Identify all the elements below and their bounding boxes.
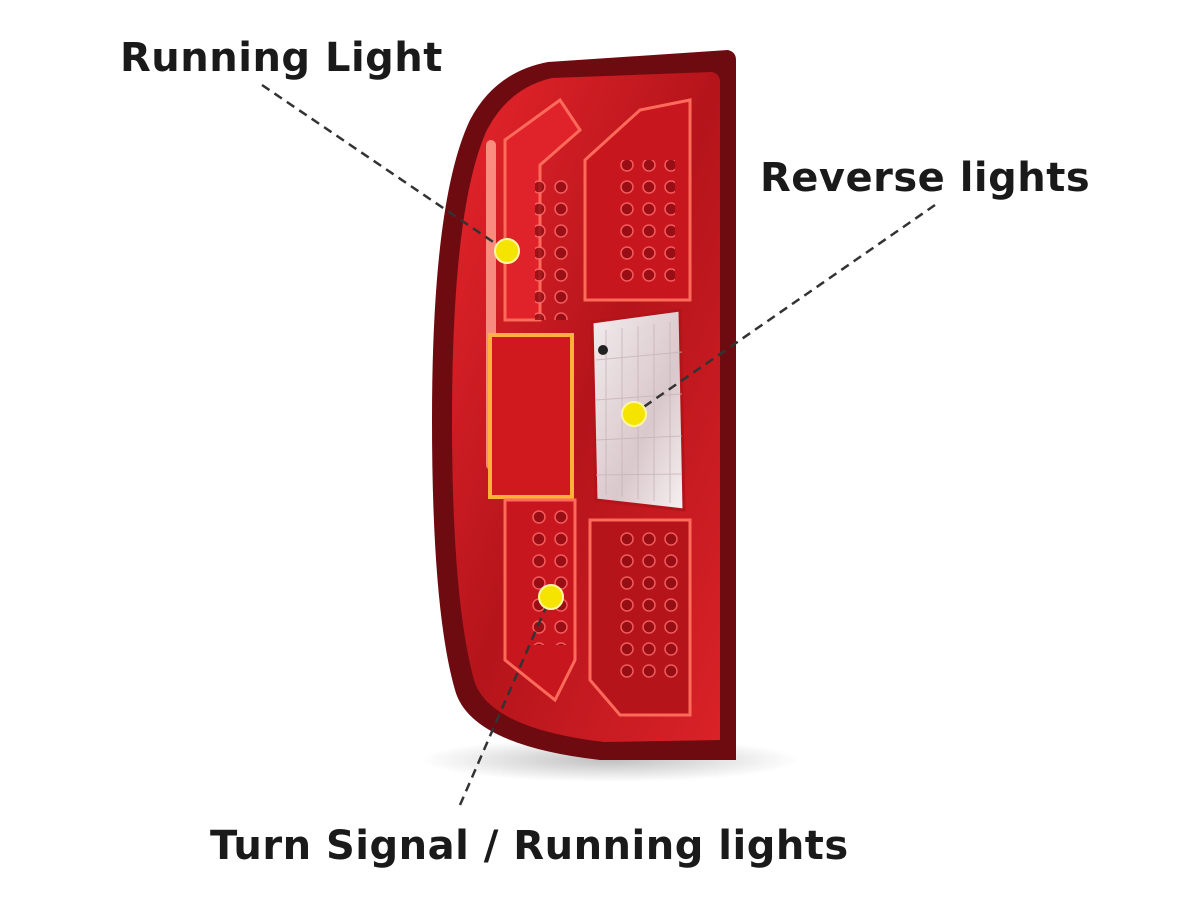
turn-signal-label: Turn Signal / Running lights — [210, 823, 849, 869]
lower-led-cluster-right — [620, 530, 680, 680]
turn-signal-marker — [538, 584, 564, 610]
leader-reverse-lights — [634, 203, 936, 415]
lower-led-cluster-left — [530, 505, 575, 645]
upper-chevron-left — [503, 97, 582, 322]
upper-led-cluster-left — [535, 180, 575, 320]
leader-running-light — [261, 83, 506, 252]
leader-lines — [261, 83, 936, 806]
upper-led-cluster-right — [615, 160, 675, 290]
leader-turn-signal — [458, 597, 552, 806]
center-red-panel — [488, 333, 574, 499]
reverse-lights-marker — [621, 401, 647, 427]
running-light-marker — [494, 238, 520, 264]
running-light-label: Running Light — [120, 35, 443, 81]
reverse-sensor-dot — [598, 345, 608, 355]
reverse-lights-label: Reverse lights — [760, 155, 1091, 201]
